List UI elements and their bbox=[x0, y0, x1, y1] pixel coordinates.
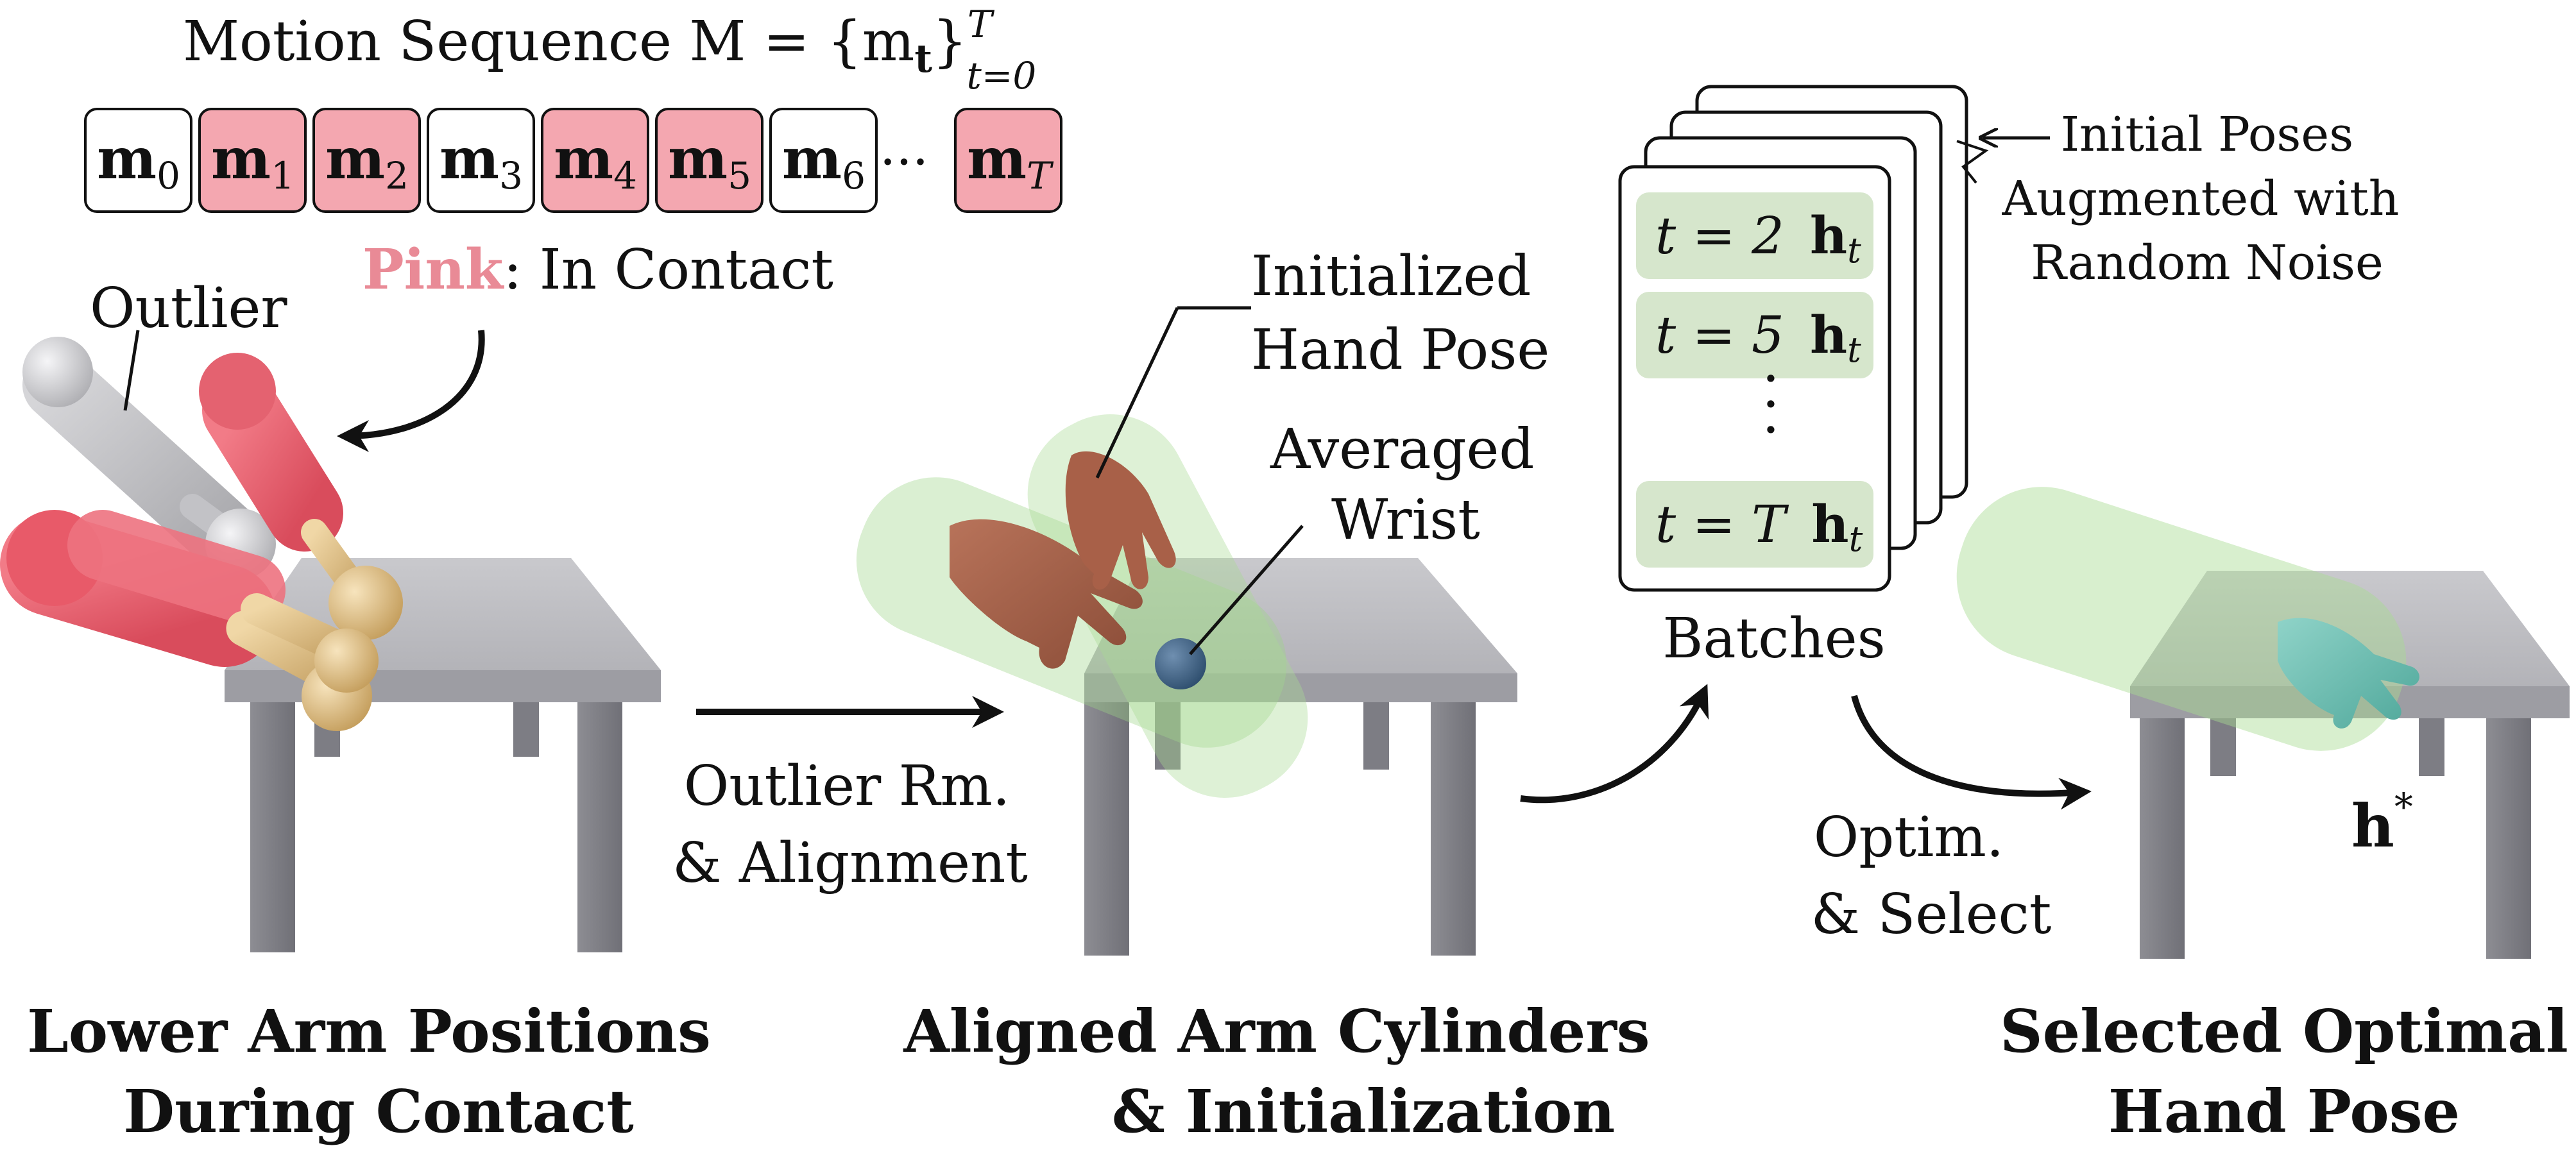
frame-box: m2 bbox=[312, 108, 421, 213]
initialized-hands bbox=[950, 451, 1176, 669]
frame-label: m2 bbox=[325, 125, 409, 198]
init-pose-label-line1: Initialized bbox=[1251, 244, 1531, 308]
svg-text:·: · bbox=[1762, 373, 1779, 437]
frame-label: m1 bbox=[211, 125, 294, 198]
noise-squiggle bbox=[1956, 140, 1989, 184]
outlier-label: Outlier bbox=[90, 276, 287, 341]
to-batches-arrow bbox=[1520, 684, 1709, 804]
frame-box-contact bbox=[312, 108, 421, 213]
panel-aligned-cylinders: Initialized Hand Pose Averaged Wrist Ali… bbox=[856, 244, 1650, 1146]
step1-label-line2: & Alignment bbox=[672, 831, 1028, 895]
frame-box: m1 bbox=[198, 108, 307, 213]
noise-label-line2: Augmented with bbox=[2002, 171, 2400, 226]
frame-box: m5 bbox=[655, 108, 763, 213]
init-pose-pointer bbox=[1095, 307, 1179, 479]
step2-label-line1: Optim. bbox=[1814, 806, 2004, 870]
frame-label: m5 bbox=[668, 125, 751, 198]
panel1-caption-line1: Lower Arm Positions bbox=[27, 997, 711, 1066]
panel1-caption-line2: During Contact bbox=[123, 1077, 634, 1146]
frame-box-contact bbox=[198, 108, 307, 213]
batches-label: Batches bbox=[1662, 607, 1886, 671]
panel2-caption-line2: & Initialization bbox=[1112, 1077, 1615, 1146]
svg-text:·: · bbox=[1762, 347, 1779, 411]
noise-label-line1: Initial Poses bbox=[2061, 107, 2353, 162]
panel3-caption-line1: Selected Optimal bbox=[2000, 997, 2568, 1066]
result-symbol: h* bbox=[2351, 785, 2413, 861]
outlier-pointer bbox=[123, 330, 140, 411]
frame-label: m0 bbox=[97, 125, 180, 198]
frame-box-free bbox=[427, 108, 535, 213]
frame-box: mT bbox=[954, 108, 1062, 213]
hand-icon bbox=[950, 519, 1143, 669]
frame-box-free bbox=[769, 108, 878, 213]
frame-box: m6 bbox=[769, 108, 878, 213]
legend-to-arms-arrow bbox=[337, 330, 485, 452]
frame-label: mT bbox=[967, 125, 1054, 198]
batch-row-bg bbox=[1636, 192, 1873, 279]
wrist-pointer bbox=[1189, 525, 1304, 655]
frame-box: m4 bbox=[541, 108, 649, 213]
to-result-arrow bbox=[1851, 695, 2092, 810]
panel2-caption-line1: Aligned Arm Cylinders bbox=[903, 997, 1650, 1066]
frame-label: m6 bbox=[782, 125, 866, 198]
contact-arms-lower bbox=[0, 510, 379, 731]
contact-arm-upper bbox=[199, 353, 403, 640]
table-3 bbox=[2130, 571, 2570, 959]
batch-ellipsis: · bbox=[1762, 398, 1779, 462]
hand-icon bbox=[1065, 451, 1176, 590]
optimal-hand-icon bbox=[2278, 618, 2419, 729]
wrist-label-line2: Wrist bbox=[1331, 488, 1480, 552]
frame-box: m3 bbox=[427, 108, 535, 213]
frame-box-contact bbox=[655, 108, 763, 213]
init-pose-label-line2: Hand Pose bbox=[1251, 318, 1549, 382]
frame-box-contact bbox=[954, 108, 1062, 213]
wrist-label-line1: Averaged bbox=[1270, 418, 1534, 482]
panel-selected-pose: h* Selected Optimal Hand Pose bbox=[1956, 487, 2570, 1146]
frame-box-free bbox=[84, 108, 192, 213]
frame-box: m0 bbox=[84, 108, 192, 213]
contact-legend: Pink: In Contact bbox=[363, 237, 833, 302]
frame-ellipsis: ··· bbox=[880, 132, 928, 192]
frame-row: m0 m1 m2 m3 m4 m5 m6 mT ··· bbox=[84, 108, 1062, 213]
step1-label-line1: Outlier Rm. bbox=[684, 754, 1010, 818]
noise-label-line3: Random Noise bbox=[2031, 235, 2384, 291]
frame-label: m3 bbox=[439, 125, 523, 198]
batch-row-bg bbox=[1636, 292, 1873, 378]
frame-label: m4 bbox=[554, 125, 637, 198]
panel-lower-arms: Outlier Lower Arm Positions During Conta… bbox=[0, 276, 711, 1146]
step2-label-line2: & Select bbox=[1811, 882, 2052, 947]
batch-row-bg bbox=[1636, 481, 1873, 568]
frame-box-contact bbox=[541, 108, 649, 213]
panel3-caption-line2: Hand Pose bbox=[2108, 1077, 2460, 1146]
